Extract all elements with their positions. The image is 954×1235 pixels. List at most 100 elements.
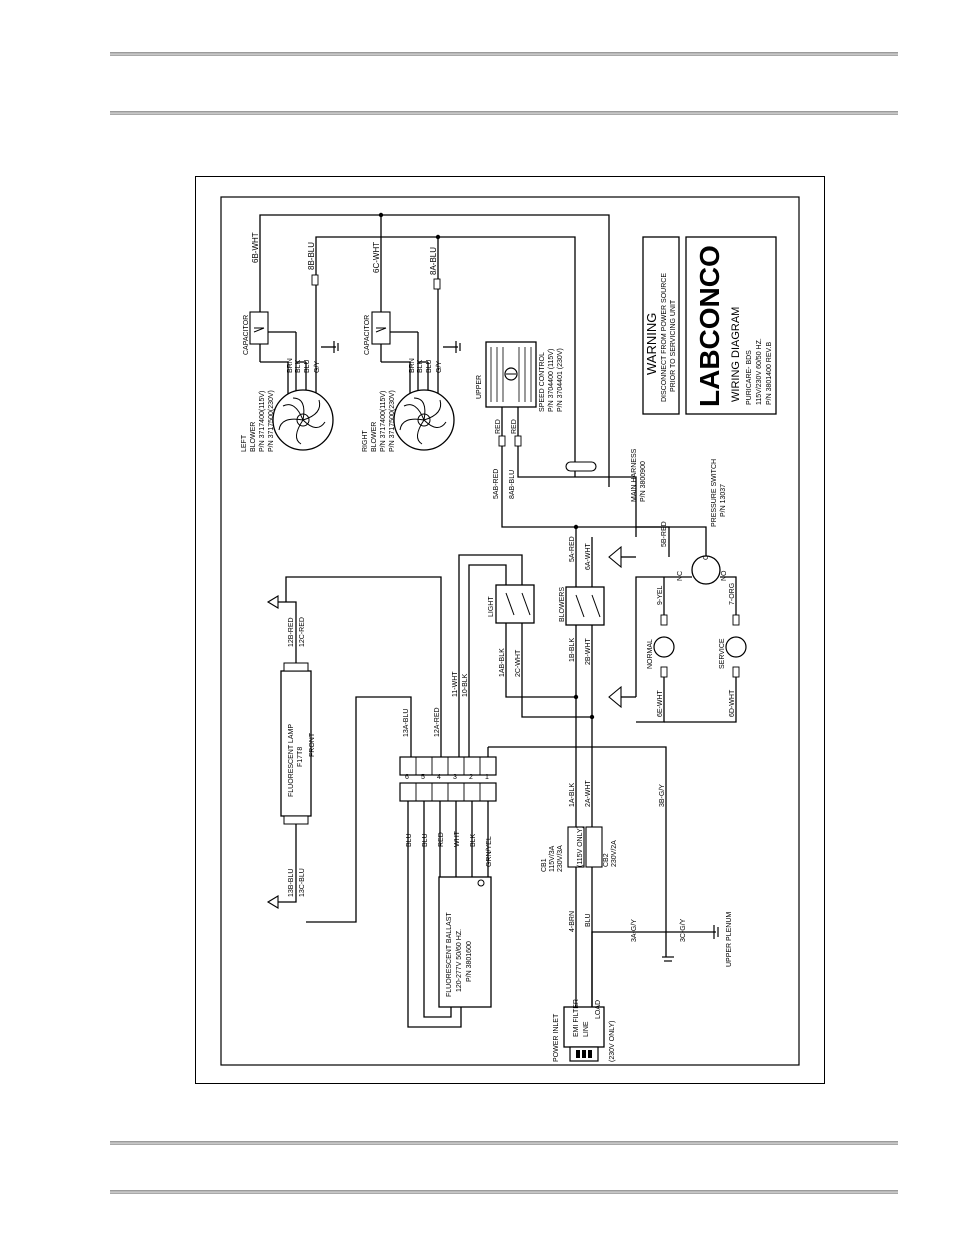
svg-text:4: 4: [437, 774, 441, 781]
svg-text:5AB-RED: 5AB-RED: [493, 469, 500, 499]
diagram-frame: 6B-WHT 8B-BLU 6C-WHT 8A-BLU CAPACITOR BR…: [195, 176, 825, 1084]
svg-text:LOAD: LOAD: [595, 1000, 602, 1019]
svg-text:10-BLK: 10-BLK: [462, 673, 469, 697]
cb2: [585, 826, 603, 868]
svg-text:115V/3A: 115V/3A: [549, 845, 556, 872]
svg-text:BLK: BLK: [417, 359, 424, 373]
main-harness-wires: 5AB-RED 8AB-BLU MAIN HARNESS P/N 3800900: [493, 448, 670, 557]
indicator-lights: 9-YEL NORMAL 6E-WHT 7-ORG SERVICE 6D-WHT: [636, 577, 747, 723]
svg-text:11-WHT: 11-WHT: [452, 671, 459, 697]
svg-text:UPPER PLENUM: UPPER PLENUM: [726, 912, 733, 967]
left-blower: CAPACITOR BRN BLK BLU G/Y LEFT BLOWER P/…: [241, 311, 339, 452]
capacitor-label-right: CAPACITOR: [364, 315, 371, 355]
wire-8b-blu: 8B-BLU: [307, 242, 316, 270]
svg-text:C: C: [703, 555, 710, 560]
svg-text:(115V ONLY): (115V ONLY): [577, 826, 584, 867]
svg-text:5: 5: [421, 774, 425, 781]
fluorescent-lamp: FLUORESCENT LAMP F17T8 FRONT 12B-RED 12C…: [266, 576, 442, 923]
svg-text:1A-BLK: 1A-BLK: [569, 783, 576, 807]
svg-text:6D-WHT: 6D-WHT: [729, 689, 736, 717]
svg-text:P/N 3717400(115V): P/N 3717400(115V): [259, 391, 266, 452]
wiring-diagram: 6B-WHT 8B-BLU 6C-WHT 8A-BLU CAPACITOR BR…: [220, 196, 800, 1066]
svg-text:BLU: BLU: [422, 833, 429, 847]
svg-text:BLU: BLU: [304, 359, 311, 373]
svg-text:NO: NO: [721, 570, 728, 581]
bottom-rule-1: [110, 1141, 898, 1145]
svg-text:BLU: BLU: [406, 833, 413, 847]
capacitor-label-left: CAPACITOR: [243, 315, 250, 355]
svg-text:12C-RED: 12C-RED: [299, 617, 306, 647]
blowers-switch: 5A-RED 6A-WHT BLOWERS 1B-BLK 2B-WHT: [559, 524, 636, 1007]
svg-text:230V/2A: 230V/2A: [611, 840, 618, 867]
connector-8a: [433, 278, 441, 290]
svg-text:FLUORESCENT BALLAST: FLUORESCENT BALLAST: [446, 912, 453, 997]
svg-text:P/N 3717400(115V): P/N 3717400(115V): [380, 391, 387, 452]
svg-text:1AB-BLK: 1AB-BLK: [499, 648, 506, 677]
svg-text:4-BRN: 4-BRN: [569, 911, 576, 932]
speed-control: UPPER SPEED CONTROL P/N 3704400 (115V) P…: [476, 341, 564, 452]
warning-box: WARNING DISCONNECT FROM POWER SOURCE PRI…: [642, 236, 680, 415]
svg-text:CB2: CB2: [603, 853, 610, 867]
svg-text:9-YEL: 9-YEL: [657, 585, 664, 605]
svg-text:GRN/YEL: GRN/YEL: [486, 836, 493, 867]
svg-text:UPPER: UPPER: [476, 375, 483, 399]
svg-text:BLOWERS: BLOWERS: [559, 587, 566, 622]
svg-text:2B-WHT: 2B-WHT: [585, 637, 592, 665]
svg-text:BLU: BLU: [585, 913, 592, 927]
svg-text:POWER INLET: POWER INLET: [553, 1013, 560, 1062]
svg-text:BRN: BRN: [287, 358, 294, 373]
svg-text:NC: NC: [677, 571, 684, 581]
svg-text:RED: RED: [438, 832, 445, 847]
svg-text:(230V ONLY): (230V ONLY): [609, 1021, 616, 1063]
terminal-block: 6 5 4 3 2 1 3B-G/Y: [399, 746, 667, 957]
svg-text:P/N 3801600: P/N 3801600: [466, 941, 473, 982]
svg-text:13A-BLU: 13A-BLU: [403, 709, 410, 737]
svg-text:P/N 3800900: P/N 3800900: [640, 461, 647, 502]
svg-text:2A-WHT: 2A-WHT: [585, 779, 592, 807]
svg-text:2: 2: [469, 774, 473, 781]
main-harness: [565, 461, 597, 472]
service-light-icon: [725, 636, 747, 658]
svg-text:6E-WHT: 6E-WHT: [657, 689, 664, 717]
svg-text:1B-BLK: 1B-BLK: [569, 638, 576, 662]
light-switch: LIGHT 1AB-BLK 2C-WHT 11-WHT 10-BLK: [452, 554, 595, 757]
svg-text:MAIN HARNESS: MAIN HARNESS: [631, 448, 638, 502]
svg-text:F17T8: F17T8: [297, 747, 304, 767]
svg-text:12A-RED: 12A-RED: [434, 707, 441, 737]
svg-text:PRESSURE SWITCH: PRESSURE SWITCH: [711, 459, 718, 527]
svg-text:WHT: WHT: [454, 830, 461, 847]
svg-text:230V/3A: 230V/3A: [557, 845, 564, 872]
svg-text:G/Y: G/Y: [314, 361, 321, 373]
svg-text:DISCONNECT FROM POWER SOURCE: DISCONNECT FROM POWER SOURCE: [661, 273, 668, 402]
svg-text:12B-RED: 12B-RED: [288, 617, 295, 647]
svg-text:3: 3: [453, 774, 457, 781]
diagram-title: WIRING DIAGRAM: [730, 307, 742, 402]
svg-text:3C-G/Y: 3C-G/Y: [680, 918, 687, 942]
lamp-tube: [280, 670, 312, 817]
svg-text:P/N 3801400 REV.B: P/N 3801400 REV.B: [766, 341, 773, 405]
svg-text:5B-RED: 5B-RED: [661, 521, 668, 547]
fluorescent-ballast: FLUORESCENT BALLAST 120-277V 50/60 HZ. P…: [407, 837, 492, 1028]
svg-text:PURICARE- BDS: PURICARE- BDS: [746, 350, 753, 405]
svg-text:2C-WHT: 2C-WHT: [515, 649, 522, 677]
svg-text:3B-G/Y: 3B-G/Y: [659, 784, 666, 807]
svg-text:P/N 3717500(230V): P/N 3717500(230V): [268, 390, 275, 452]
inner-border: [220, 196, 800, 1066]
wire-6b-wht: 6B-WHT: [251, 232, 260, 263]
svg-text:LEFT: LEFT: [241, 434, 248, 452]
emi-filter-box: [563, 1006, 605, 1048]
title-block: LABCONCO WIRING DIAGRAM PURICARE- BDS 11…: [685, 236, 777, 415]
svg-text:RED: RED: [495, 419, 502, 434]
svg-text:8AB-BLU: 8AB-BLU: [509, 470, 516, 499]
svg-text:G/Y: G/Y: [436, 361, 443, 373]
circuit-breakers: 1A-BLK 2A-WHT CB1 115V/3A 230V/3A CB2 23…: [541, 779, 618, 872]
svg-text:P/N 3704400 (115V): P/N 3704400 (115V): [548, 349, 555, 412]
svg-text:P/N 3717500(230V): P/N 3717500(230V): [389, 390, 396, 452]
brand-logo: LABCONCO: [694, 245, 725, 407]
wire-6c-wht: 6C-WHT: [372, 242, 381, 273]
svg-text:LIGHT: LIGHT: [488, 596, 495, 617]
svg-text:EMI FILTER: EMI FILTER: [573, 999, 580, 1037]
svg-text:BLK: BLK: [295, 359, 302, 373]
svg-text:13C-BLU: 13C-BLU: [299, 868, 306, 897]
connector-8b: [311, 274, 319, 286]
